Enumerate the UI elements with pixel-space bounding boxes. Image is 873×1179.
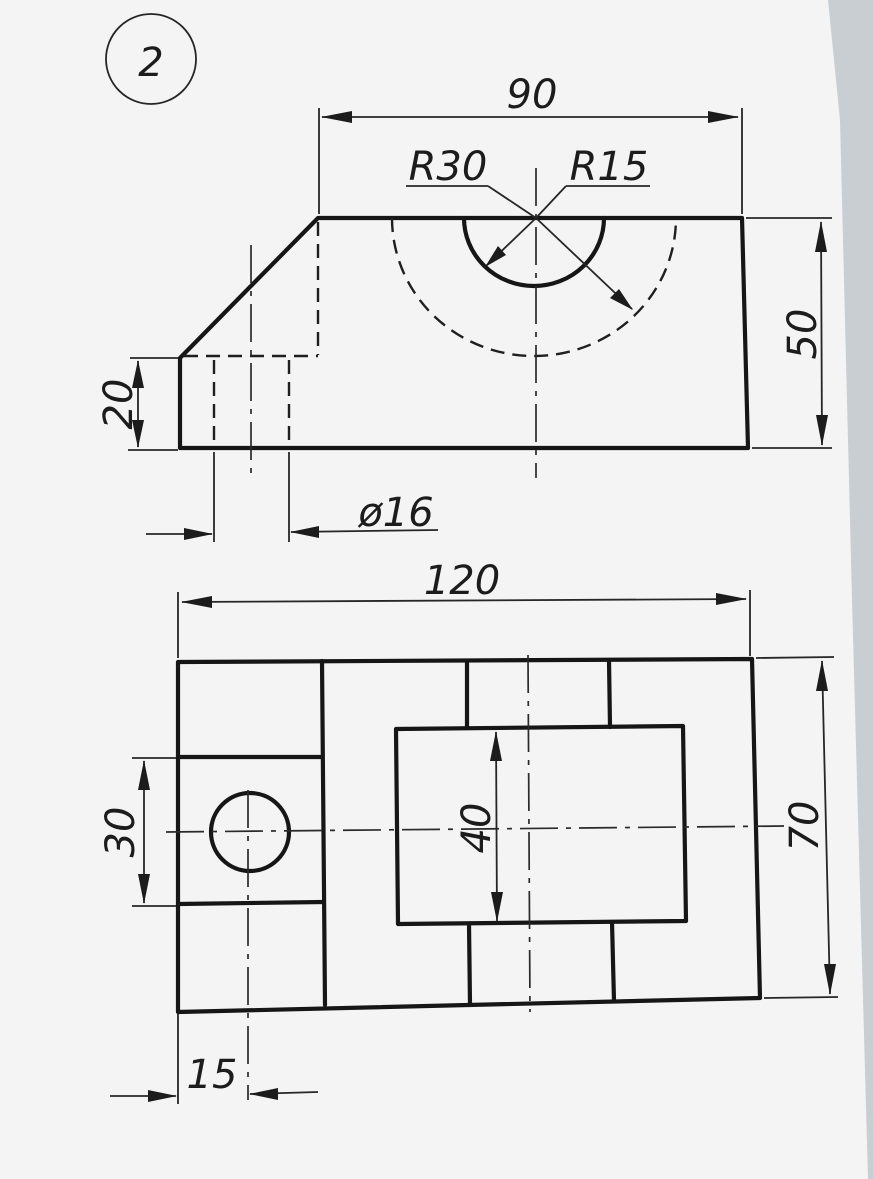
drawing-number: 2 <box>138 40 163 86</box>
r15-leader <box>535 185 567 219</box>
slot-rectangle <box>393 723 689 927</box>
dimension-line-120 <box>181 598 747 603</box>
boss-bottom-edge <box>175 899 327 907</box>
arrow-left <box>184 528 213 540</box>
horizontal-center-line <box>165 825 785 833</box>
drawing-number-circle <box>105 13 197 105</box>
small-radius-arc <box>461 215 607 289</box>
r30-leader <box>487 185 537 219</box>
radius-text-r15: R15 <box>570 144 649 190</box>
extension-line-top <box>755 656 835 659</box>
dimension-text-90: 90 <box>507 72 558 118</box>
dimension-text-40: 40 <box>454 803 500 854</box>
front-view <box>177 168 751 480</box>
arrow-bottom <box>824 964 836 995</box>
r15-arrow <box>485 246 506 267</box>
dimension-line-40 <box>495 731 498 922</box>
arrow-top <box>138 760 150 790</box>
dimension-line-50 <box>820 221 823 446</box>
arrow-left <box>181 596 212 608</box>
dimension-30: 30 <box>98 757 176 907</box>
arrow-right <box>290 526 319 538</box>
extension-line-bottom <box>763 996 839 999</box>
dimension-text-50: 50 <box>780 309 826 360</box>
dimension-line-70 <box>821 660 831 995</box>
arrow-left <box>148 1090 177 1102</box>
arrow-top <box>816 660 828 691</box>
dimension-40: 40 <box>454 731 503 922</box>
radius-labels: R30 R15 <box>406 144 650 310</box>
arrow-bottom <box>138 874 150 904</box>
dimension-text-30: 30 <box>98 807 144 858</box>
dimension-text-15: 15 <box>187 1052 238 1098</box>
top-view-outline <box>175 656 763 1015</box>
arrow-bottom <box>816 415 828 446</box>
dimension-text-20: 20 <box>96 379 142 430</box>
semicircle-edge-right-bottom <box>609 919 617 1004</box>
dimension-15: 15 <box>110 1014 319 1104</box>
vertical-center-line <box>527 654 531 1013</box>
arrow-top <box>132 360 144 388</box>
dimension-diameter-16: ø16 <box>146 452 439 542</box>
arrow-right <box>716 593 747 605</box>
dimension-50: 50 <box>746 217 832 449</box>
dimension-text-16: ø16 <box>357 490 433 536</box>
r30-arrow <box>610 289 633 310</box>
arrow-left <box>321 111 352 123</box>
arrow-top <box>490 731 502 761</box>
semicircle-edge-right-top <box>606 657 613 730</box>
dimension-70: 70 <box>755 656 839 999</box>
arrow-bottom <box>491 892 503 922</box>
arrow-bottom <box>132 420 144 448</box>
arrow-right <box>249 1088 278 1100</box>
dimension-20: 20 <box>96 357 178 451</box>
semicircle-edge-left-bottom <box>466 921 473 1008</box>
dimension-90: 90 <box>318 72 743 214</box>
arrow-top <box>815 221 827 252</box>
dimension-text-70: 70 <box>782 801 828 852</box>
radius-text-r30: R30 <box>409 144 488 190</box>
dimension-text-120: 120 <box>424 558 500 604</box>
hole-circle <box>208 790 292 874</box>
top-view <box>165 654 785 1100</box>
step-edge-line <box>319 658 328 1008</box>
arrow-right <box>708 111 739 123</box>
dimension-120: 120 <box>177 558 751 658</box>
front-view-outline <box>177 215 751 451</box>
